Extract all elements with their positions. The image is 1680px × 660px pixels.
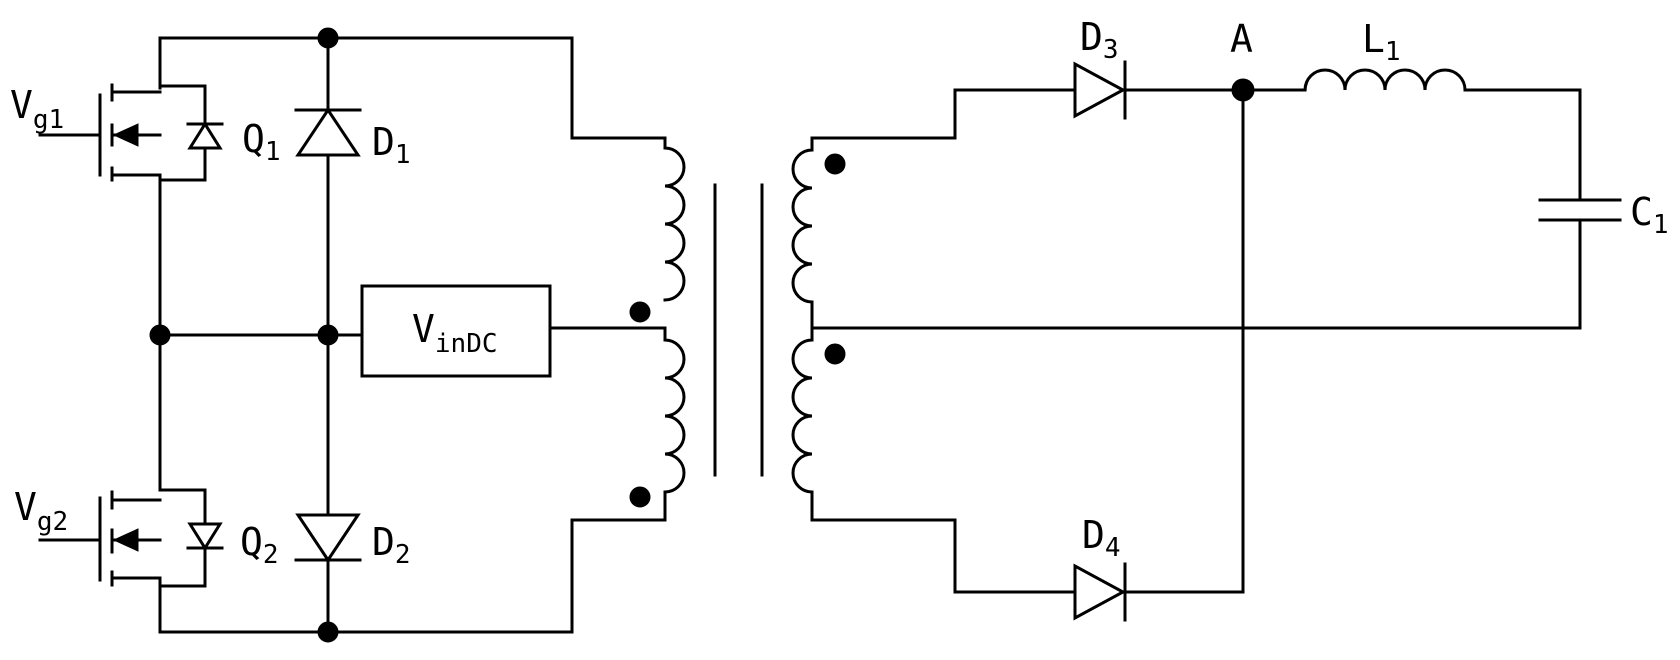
mosfet-q1 <box>38 83 224 182</box>
c1-label: C1 <box>1630 190 1669 240</box>
secondary-top-wire <box>810 88 1077 140</box>
q1-label: Q1 <box>242 117 281 167</box>
c1-to-return-wire <box>810 220 1582 330</box>
diode-d3 <box>1073 60 1127 120</box>
diode-d4 <box>1073 562 1127 622</box>
d4-label: D4 <box>1082 513 1121 563</box>
junction-dot <box>317 621 339 643</box>
node-a-junction-dot <box>1231 78 1255 102</box>
junction-dot <box>317 27 339 49</box>
vin-dc-label: VinDC <box>412 307 498 359</box>
d1-label: D1 <box>372 120 411 170</box>
polarity-dot <box>824 343 846 365</box>
transformer-primary-winding <box>663 136 686 522</box>
polarity-dot <box>629 301 651 323</box>
diode-d2 <box>294 513 362 563</box>
inductor-l1 <box>1303 68 1470 92</box>
secondary-bottom-wire <box>810 518 1077 594</box>
vin-dc-source <box>360 284 552 378</box>
primary-top-rail <box>158 36 667 140</box>
transformer-secondary-winding <box>791 136 814 522</box>
capacitor-c1 <box>1538 198 1622 222</box>
junction-dot <box>317 324 339 346</box>
d3-label: D3 <box>1080 15 1119 65</box>
d4-to-a-wire <box>1123 88 1245 594</box>
polarity-dot <box>629 486 651 508</box>
l1-to-c1-wire <box>1466 88 1582 202</box>
polarity-dot <box>824 153 846 175</box>
l1-label: L1 <box>1362 17 1401 67</box>
node-a-label: A <box>1230 17 1253 61</box>
junction-dot <box>149 324 171 346</box>
d2-label: D2 <box>372 520 411 570</box>
diode-d1 <box>294 107 362 157</box>
vg1-label: Vg1 <box>10 83 64 135</box>
q2-label: Q2 <box>240 520 279 570</box>
primary-bottom-rail <box>158 518 667 634</box>
mosfet-q2 <box>38 488 224 588</box>
vg2-label: Vg2 <box>14 485 68 537</box>
